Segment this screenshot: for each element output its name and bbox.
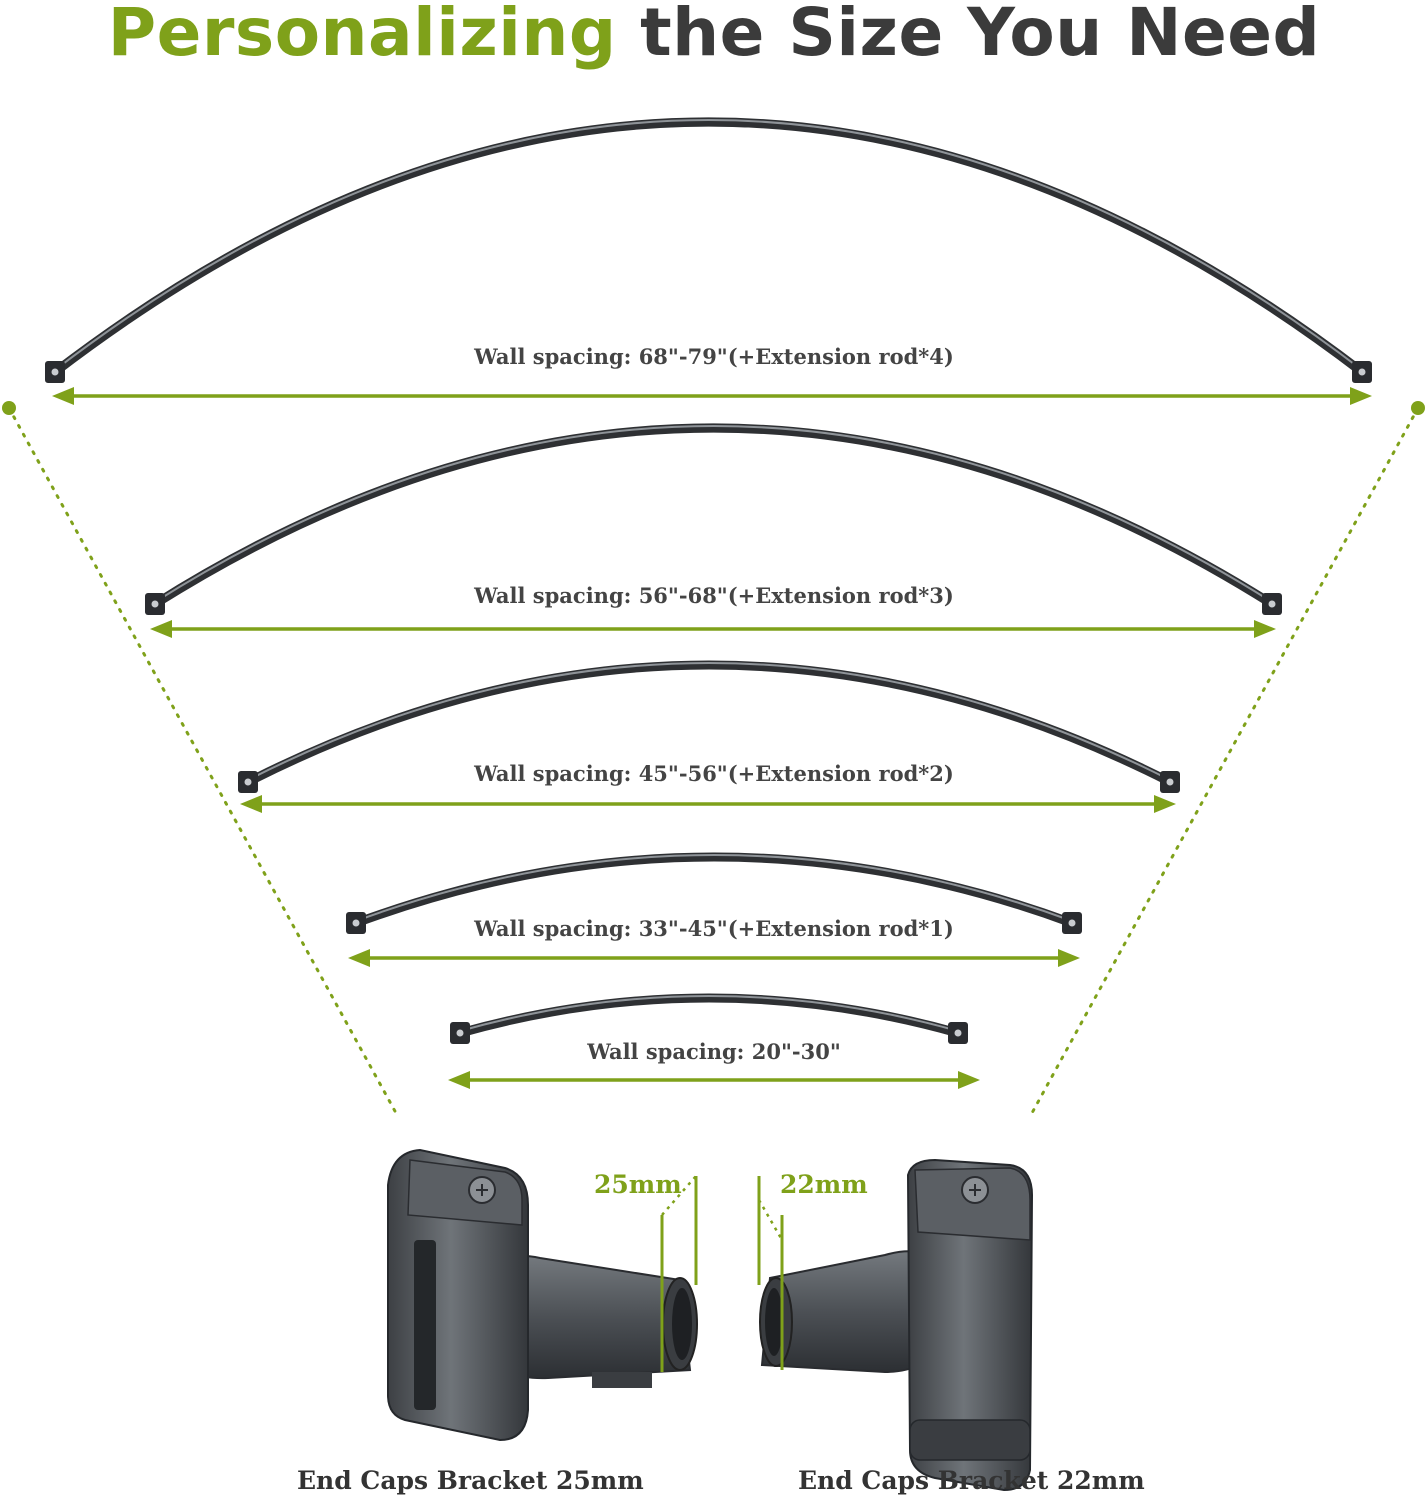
rod-highlight-1 — [54, 119, 1363, 371]
rod-highlight-5 — [459, 995, 959, 1032]
rod-5 — [455, 993, 963, 1038]
title-accent: Personalizing — [107, 0, 617, 71]
rod-5-left-screw — [456, 1029, 464, 1037]
arrow-head-right-2 — [1254, 620, 1276, 638]
arrow-head-left-3 — [240, 795, 262, 813]
arrow-head-right-4 — [1058, 949, 1080, 967]
rod-3-left-screw — [244, 778, 252, 786]
bracket-22mm-caption: End Caps Bracket 22mm — [798, 1466, 1145, 1495]
arrow-head-right-1 — [1350, 387, 1372, 405]
title-rest: the Size You Need — [640, 0, 1321, 71]
bracket-25mm-size-label: 25mm — [594, 1170, 682, 1199]
arrow-head-left-5 — [448, 1071, 470, 1089]
rod-highlight-3 — [247, 662, 1171, 781]
rod-4-right-screw — [1068, 919, 1076, 927]
rod-4-left-screw — [352, 919, 360, 927]
rod-1-left-screw — [51, 368, 59, 376]
curtain-rods — [45, 117, 1372, 1044]
bracket-22mm-size-label: 22mm — [780, 1170, 868, 1199]
rod-4 — [351, 852, 1077, 928]
bracket-25mm-caption: End Caps Bracket 25mm — [297, 1466, 644, 1495]
bracket-25mm-illustration — [387, 1148, 698, 1442]
rod-label-1: Wall spacing: 68"-79"(+Extension rod*4) — [474, 344, 954, 369]
rod-5-right-screw — [954, 1029, 962, 1037]
rod-2 — [150, 423, 1277, 609]
rod-3 — [243, 660, 1175, 787]
page-title: Personalizing the Size You Need — [0, 0, 1428, 71]
spacing-arrows — [52, 387, 1372, 1089]
rod-1-right-screw — [1358, 368, 1366, 376]
funnel-guides — [2, 401, 1425, 1115]
rod-highlight-2 — [154, 425, 1273, 603]
rod-1 — [50, 117, 1367, 377]
rod-3-right-screw — [1166, 778, 1174, 786]
rod-label-2: Wall spacing: 56"-68"(+Extension rod*3) — [474, 583, 954, 608]
rod-label-5: Wall spacing: 20"-30" — [587, 1039, 841, 1064]
rod-label-3: Wall spacing: 45"-56"(+Extension rod*2) — [474, 761, 954, 786]
rod-2-left-screw — [151, 600, 159, 608]
arrow-head-left-2 — [150, 620, 172, 638]
arrow-head-right-3 — [1154, 795, 1176, 813]
rod-2-right-screw — [1268, 600, 1276, 608]
arrow-head-left-1 — [52, 387, 74, 405]
rod-highlight-4 — [355, 854, 1073, 922]
arrow-head-left-4 — [348, 949, 370, 967]
arrow-head-right-5 — [958, 1071, 980, 1089]
bracket-22mm-illustration — [757, 1158, 1034, 1492]
rod-label-4: Wall spacing: 33"-45"(+Extension rod*1) — [474, 916, 954, 941]
